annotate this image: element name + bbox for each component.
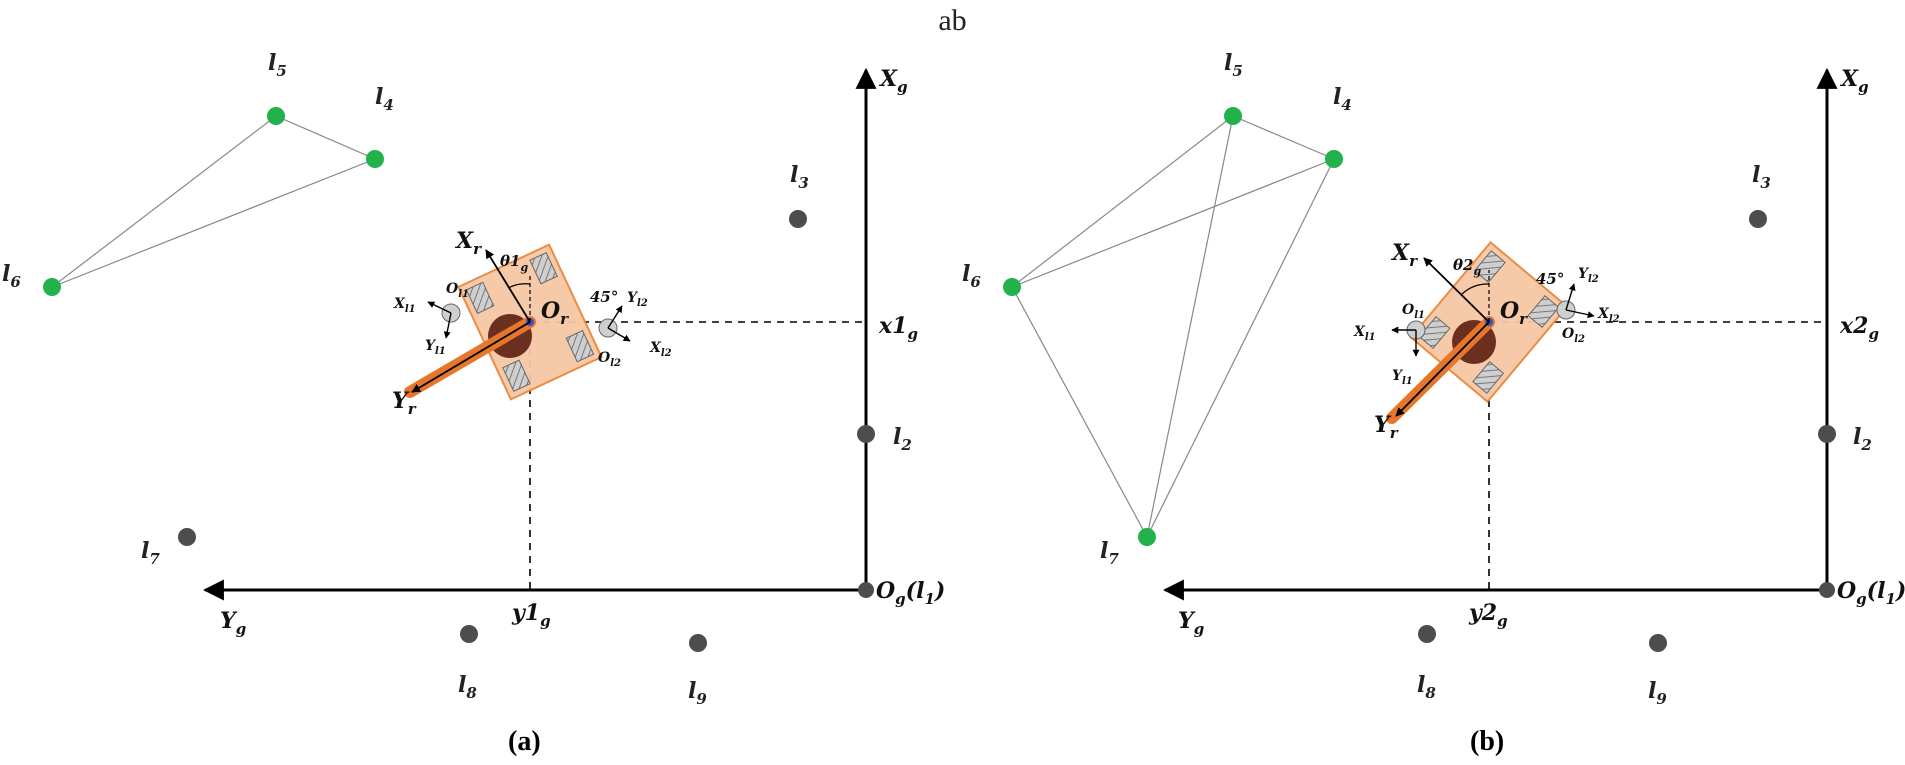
- robot-x-coordinate: x1g: [878, 313, 918, 343]
- origin-label: Og(l1): [876, 578, 945, 608]
- robot-y-coordinate: y2g: [1468, 600, 1508, 630]
- svg-text:Or: Or: [541, 298, 569, 328]
- svg-text:l6: l6: [2, 261, 21, 291]
- svg-text:l9: l9: [688, 678, 707, 708]
- landmark-l9: l9: [688, 634, 707, 708]
- svg-text:Xl1: Xl1: [393, 296, 416, 315]
- svg-text:Yl2: Yl2: [1578, 266, 1599, 285]
- landmark-l3: l3: [789, 162, 809, 228]
- landmark-l1-dot: [858, 582, 874, 598]
- svg-text:Ol2: Ol2: [598, 350, 621, 369]
- svg-text:l7: l7: [141, 538, 160, 568]
- robot-x-coordinate: x2g: [1839, 313, 1879, 343]
- svg-text:l4: l4: [1333, 84, 1352, 114]
- landmark-l1-dot: [1819, 582, 1835, 598]
- landmark-l3: l3: [1749, 162, 1771, 228]
- landmark-l4: l4: [366, 84, 394, 168]
- svg-text:Ol1: Ol1: [1402, 302, 1425, 321]
- figure-heading: ab: [938, 4, 967, 37]
- robot: Xr Yr Or θ1g 45° Ol1 Ol2 Xl1 Yl1 Xl2 Yl2: [392, 228, 672, 418]
- landmark-l5: l5: [1224, 50, 1243, 125]
- landmark-l8: l8: [458, 625, 478, 702]
- svg-text:l2: l2: [893, 424, 912, 454]
- svg-text:l4: l4: [375, 84, 394, 114]
- svg-text:45°: 45°: [590, 288, 618, 306]
- svg-text:Yl1: Yl1: [425, 338, 446, 357]
- svg-text:Xr: Xr: [1390, 240, 1418, 270]
- svg-text:Yr: Yr: [1374, 412, 1399, 442]
- svg-text:l3: l3: [1752, 162, 1771, 192]
- svg-text:θ2g: θ2g: [1453, 256, 1481, 278]
- svg-text:Ol1: Ol1: [446, 281, 469, 300]
- landmark-l4: l4: [1325, 84, 1352, 168]
- observation-lines: [1011, 115, 1335, 538]
- landmark-l2: l2: [1818, 424, 1872, 454]
- landmark-l8: l8: [1417, 625, 1436, 702]
- landmarks: l2 l3 l4 l5 l6 l7 l8 l9: [2, 50, 912, 708]
- svg-text:Yl1: Yl1: [1392, 368, 1413, 387]
- svg-text:l9: l9: [1648, 678, 1667, 708]
- landmark-l5: l5: [267, 50, 287, 125]
- robot-y-coordinate: y1g: [511, 600, 551, 630]
- svg-text:Xl1: Xl1: [1353, 324, 1376, 343]
- landmark-l9: l9: [1648, 634, 1667, 708]
- panel-a-caption: (a): [508, 726, 541, 757]
- panel-b: Xg Yg Og(l1) x2g y2g l2 l3 l4 l5 l6 l7 l…: [962, 50, 1905, 757]
- robot: Xr Yr Or θ2g 45° Ol1 Ol2 Xl1 Yl1 Xl2 Yl2: [1353, 240, 1620, 442]
- svg-text:Ol2: Ol2: [1562, 326, 1585, 345]
- landmark-l7: l7: [141, 528, 196, 568]
- panel-a: Xg Yg Og(l1) x1g y1g l2 l3 l4 l5 l6 l7 l…: [2, 50, 945, 757]
- x-axis-label: Xg: [1839, 66, 1869, 96]
- svg-text:Xr: Xr: [454, 228, 482, 258]
- svg-text:Xl2: Xl2: [649, 340, 672, 359]
- x-axis-label: Xg: [878, 66, 908, 96]
- y-axis-label: Yg: [1178, 608, 1204, 638]
- svg-text:l6: l6: [962, 261, 981, 291]
- svg-text:θ1g: θ1g: [500, 252, 528, 274]
- landmark-l6: l6: [2, 261, 61, 296]
- svg-text:l8: l8: [458, 672, 477, 702]
- landmark-l7: l7: [1100, 528, 1156, 568]
- svg-text:l5: l5: [268, 50, 287, 80]
- svg-text:Or: Or: [1500, 298, 1528, 328]
- svg-text:l3: l3: [790, 162, 809, 192]
- observation-lines: [51, 115, 376, 288]
- landmark-l6: l6: [962, 261, 1021, 296]
- svg-text:45°: 45°: [1536, 270, 1564, 288]
- svg-text:l2: l2: [1853, 424, 1872, 454]
- landmarks: l2 l3 l4 l5 l6 l7 l8 l9: [962, 50, 1872, 708]
- svg-text:Yl2: Yl2: [627, 290, 648, 309]
- svg-text:Xl2: Xl2: [1597, 306, 1620, 325]
- svg-text:l5: l5: [1224, 50, 1243, 80]
- svg-text:l7: l7: [1100, 538, 1119, 568]
- landmark-l2: l2: [857, 424, 912, 454]
- origin-label: Og(l1): [1837, 578, 1905, 608]
- panel-b-caption: (b): [1470, 726, 1504, 757]
- svg-text:Yr: Yr: [392, 388, 417, 418]
- y-axis-label: Yg: [220, 608, 246, 638]
- svg-text:l8: l8: [1417, 672, 1436, 702]
